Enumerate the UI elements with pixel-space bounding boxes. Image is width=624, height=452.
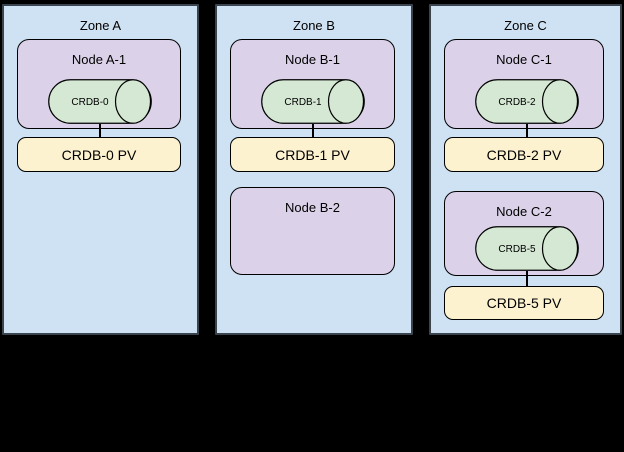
connector-line	[526, 124, 528, 138]
connector-line	[99, 124, 101, 138]
crdb-2-pv-label: CRDB-2 PV	[486, 146, 562, 163]
zone-c: Zone C Node C-1 CRDB-2 CRDB-2 PV Node C-…	[429, 4, 622, 335]
zone-a: Zone A Node A-1 CRDB-0 CRDB-0 PV	[2, 4, 199, 335]
crdb-2-label: CRDB-2	[498, 97, 536, 108]
node-b-2-title: Node B-2	[285, 200, 340, 215]
node-b-1: Node B-1	[230, 39, 395, 129]
node-b-1-title: Node B-1	[285, 52, 340, 67]
node-b-2: Node B-2	[230, 187, 395, 275]
connector-line	[312, 124, 314, 138]
node-a-1-title: Node A-1	[71, 52, 127, 67]
crdb-2-pv: CRDB-2 PV	[444, 137, 604, 172]
zone-b-title: Zone B	[293, 18, 335, 33]
zone-b: Zone B Node B-1 CRDB-1 CRDB-1 PV Node B-…	[215, 4, 413, 335]
crdb-5-label: CRDB-5	[498, 244, 536, 255]
crdb-2-cylinder-icon: CRDB-2	[475, 79, 579, 124]
crdb-0-pv: CRDB-0 PV	[17, 137, 181, 172]
crdb-5-cylinder-icon: CRDB-5	[475, 226, 579, 271]
crdb-0-label: CRDB-0	[71, 97, 109, 108]
node-c-2-title: Node C-2	[496, 204, 552, 219]
crdb-1-cylinder-icon: CRDB-1	[261, 79, 365, 124]
crdb-0-pv-label: CRDB-0 PV	[61, 146, 137, 163]
zone-c-title: Zone C	[504, 18, 547, 33]
crdb-1-pv-label: CRDB-1 PV	[275, 146, 350, 163]
connector-line	[526, 271, 528, 287]
crdb-0-cylinder-icon: CRDB-0	[48, 79, 152, 124]
crdb-1-label: CRDB-1	[284, 97, 322, 108]
crdb-5-pv: CRDB-5 PV	[444, 286, 604, 320]
crdb-5-pv-label: CRDB-5 PV	[486, 295, 562, 311]
crdb-1-pv: CRDB-1 PV	[230, 137, 395, 172]
zone-a-title: Zone A	[79, 18, 122, 33]
node-c-1-title: Node C-1	[496, 52, 552, 67]
